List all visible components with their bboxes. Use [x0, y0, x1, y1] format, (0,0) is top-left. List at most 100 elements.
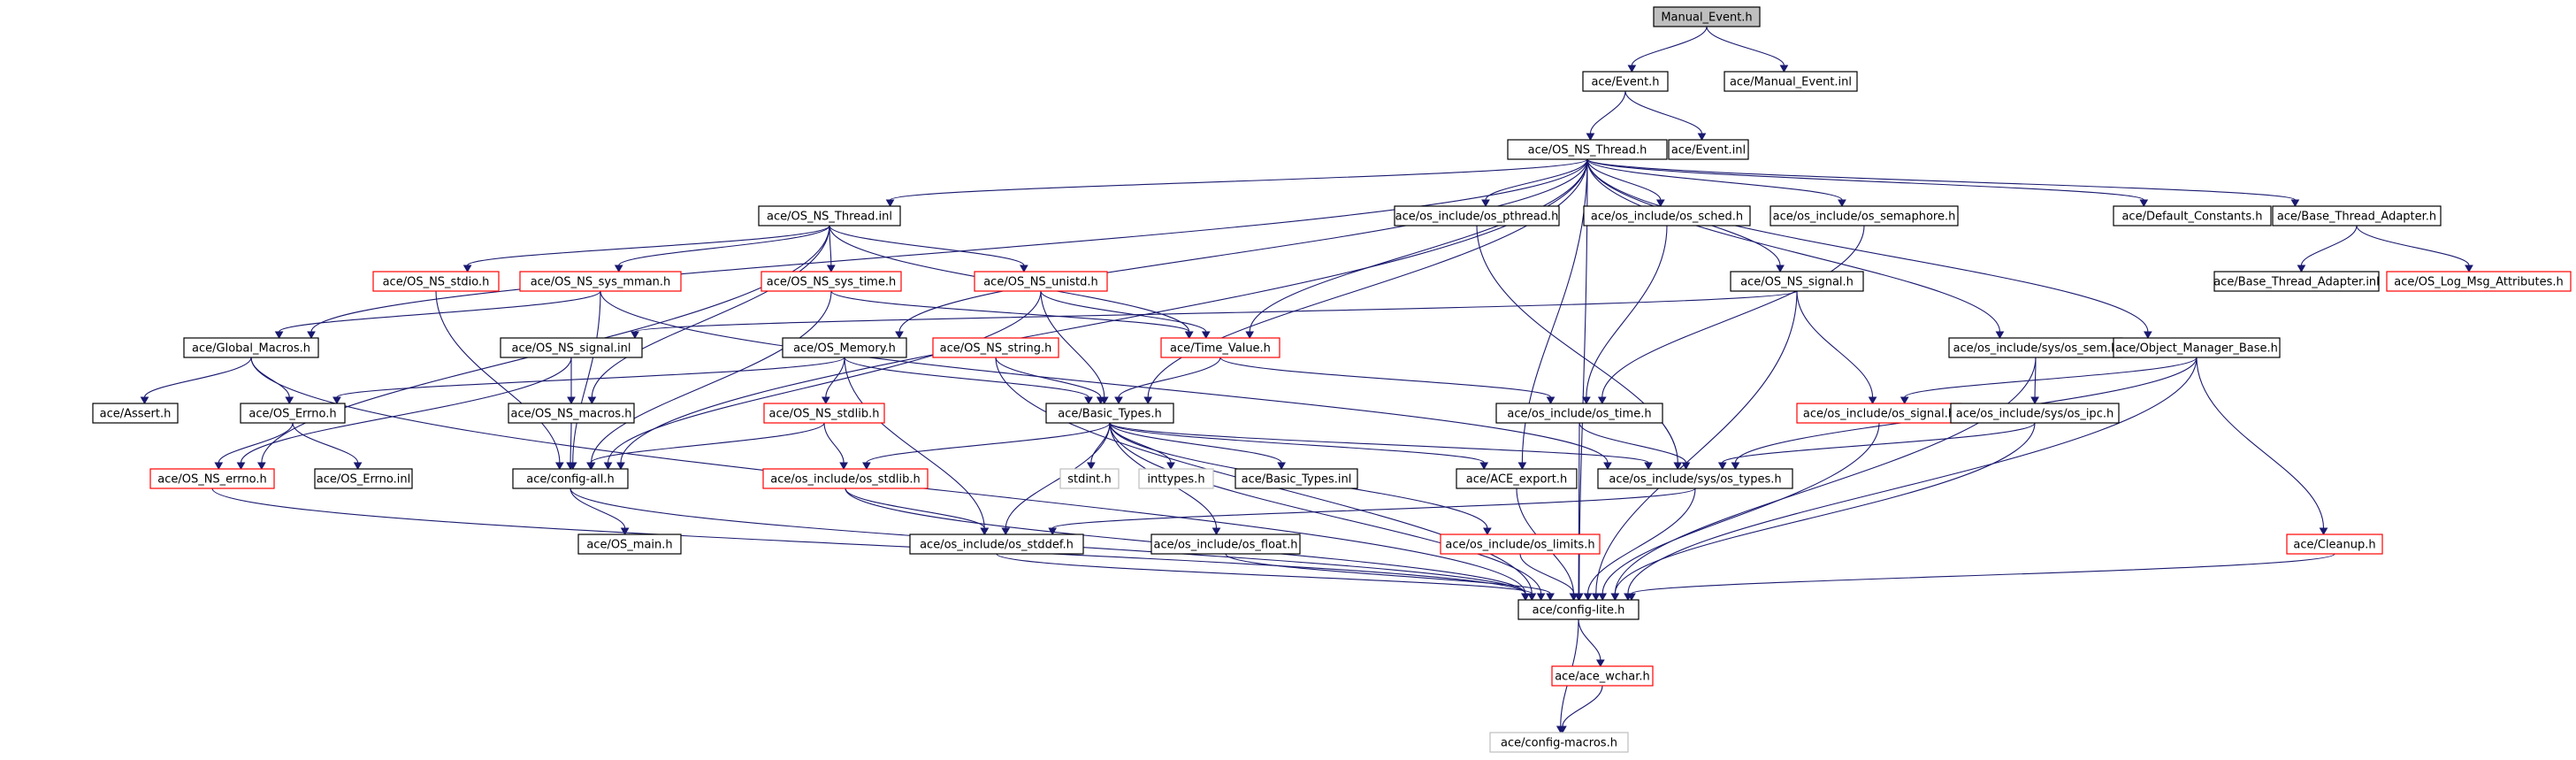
node-time-value-h[interactable]: ace/Time_Value.h	[1160, 337, 1280, 358]
node-os-semaphore-h[interactable]: ace/os_include/os_semaphore.h	[1770, 205, 1959, 226]
edge-n15-n31	[1796, 290, 1877, 405]
svg-text:ace/OS_NS_stdlib.h: ace/OS_NS_stdlib.h	[769, 408, 880, 421]
node-config-lite-h[interactable]: ace/config-lite.h	[1517, 599, 1640, 620]
svg-text:ace/OS_NS_Thread.inl: ace/OS_NS_Thread.inl	[767, 211, 892, 224]
svg-text:ace/Object_Manager_Base.h: ace/Object_Manager_Base.h	[2115, 342, 2278, 356]
edge-n33-n47	[211, 487, 1530, 602]
node-os-ipc-h[interactable]: ace/os_include/sys/os_ipc.h	[1950, 403, 2120, 424]
svg-text:stdint.h: stdint.h	[1067, 473, 1111, 487]
svg-text:ace/os_include/os_semaphore.h: ace/os_include/os_semaphore.h	[1773, 211, 1956, 224]
node-ace-wchar-h[interactable]: ace/ace_wchar.h	[1551, 665, 1654, 687]
edge-n19-n33	[236, 357, 572, 471]
node-os-float-h[interactable]: ace/os_include/os_float.h	[1150, 534, 1301, 555]
edge-n3-n6	[1481, 158, 1588, 208]
edge-n29-n39	[1109, 422, 1286, 471]
node-event-inl[interactable]: ace/Event.inl	[1668, 139, 1749, 160]
edge-n29-n44	[1001, 422, 1111, 536]
svg-text:ace/Base_Thread_Adapter.h: ace/Base_Thread_Adapter.h	[2277, 211, 2436, 224]
node-global-macros-h[interactable]: ace/Global_Macros.h	[183, 337, 319, 358]
edge-n48-n49	[1558, 685, 1603, 734]
node-base-thread-adapter-inl[interactable]: ace/Base_Thread_Adapter.inl	[2213, 271, 2380, 292]
edge-n28-n35	[586, 422, 825, 471]
node-os-stdlib-h[interactable]: ace/os_include/os_stdlib.h	[762, 468, 929, 489]
node-base-thread-adapter-h[interactable]: ace/Base_Thread_Adapter.h	[2272, 205, 2442, 226]
edge-n1-n4	[1624, 90, 1707, 142]
node-config-macros-h[interactable]: ace/config-macros.h	[1489, 732, 1629, 753]
node-stdint-h[interactable]: stdint.h	[1059, 468, 1120, 489]
node-os-errno-inl[interactable]: ace/OS_Errno.inl	[314, 468, 413, 489]
edge-n35-n43	[569, 487, 630, 536]
edge-n29-n47	[1109, 422, 1546, 602]
svg-text:ace/os_include/sys/os_types.h: ace/os_include/sys/os_types.h	[1609, 473, 1781, 487]
node-os-sem-h[interactable]: ace/os_include/sys/os_sem.h	[1948, 337, 2123, 358]
edge-n20-n28	[821, 357, 845, 405]
node-os-time-h[interactable]: ace/os_include/os_time.h	[1495, 403, 1663, 424]
edge-n44-n47	[996, 553, 1537, 602]
svg-text:ace/Event.inl: ace/Event.inl	[1671, 144, 1746, 157]
edge-n20-n29	[844, 357, 1093, 405]
node-os-limits-h[interactable]: ace/os_include/os_limits.h	[1440, 534, 1601, 555]
node-os-errno-h[interactable]: ace/OS_Errno.h	[240, 403, 346, 424]
node-os-ns-macros-h[interactable]: ace/OS_NS_macros.h	[508, 403, 635, 424]
node-os-signal-h[interactable]: ace/os_include/os_signal.h	[1796, 403, 1962, 424]
edge-n1-n3	[1586, 90, 1626, 142]
node-object-manager-base-h[interactable]: ace/Object_Manager_Base.h	[2113, 337, 2281, 358]
svg-text:ace/os_include/os_stddef.h: ace/os_include/os_stddef.h	[920, 539, 1074, 552]
node-os-ns-unistd-h[interactable]: ace/OS_NS_unistd.h	[974, 271, 1108, 292]
edge-n3-n10	[1586, 158, 2300, 208]
edge-n47-n48	[1578, 618, 1605, 668]
node-manual-event-inl[interactable]: ace/Manual_Event.inl	[1724, 71, 1858, 92]
edge-n36-n44	[845, 487, 990, 536]
edge-n41-n44	[1048, 487, 1696, 536]
edge-n29-n41	[1109, 422, 1653, 471]
edge-n0-n1	[1627, 26, 1708, 73]
edge-n12-n41	[600, 290, 1612, 471]
node-os-sched-h[interactable]: ace/os_include/os_sched.h	[1583, 205, 1751, 226]
node-basic-types-inl[interactable]: ace/Basic_Types.inl	[1234, 468, 1358, 489]
svg-text:ace/os_include/os_signal.h: ace/os_include/os_signal.h	[1803, 408, 1955, 421]
edge-n22-n30	[1219, 357, 1556, 405]
node-default-constants-h[interactable]: ace/Default_Constants.h	[2113, 205, 2272, 226]
edge-n24-n31	[1900, 357, 2198, 405]
node-os-ns-thread-inl[interactable]: ace/OS_NS_Thread.inl	[758, 205, 901, 226]
edge-n46-n47	[1519, 553, 1578, 602]
svg-text:ace/os_include/os_float.h: ace/os_include/os_float.h	[1153, 539, 1297, 552]
node-os-ns-signal-h[interactable]: ace/OS_NS_signal.h	[1730, 271, 1864, 292]
node-manual-event-h[interactable]: Manual_Event.h	[1653, 6, 1761, 27]
node-os-main-h[interactable]: ace/OS_main.h	[577, 534, 682, 555]
node-os-memory-h[interactable]: ace/OS_Memory.h	[782, 337, 907, 358]
edge-n5-n11	[462, 225, 830, 273]
node-os-ns-sys-mman-h[interactable]: ace/OS_NS_sys_mman.h	[519, 271, 682, 292]
node-config-all-h[interactable]: ace/config-all.h	[512, 468, 629, 489]
node-inttypes-h[interactable]: inttypes.h	[1138, 468, 1214, 489]
node-assert-h[interactable]: ace/Assert.h	[92, 403, 179, 424]
node-os-types-h[interactable]: ace/os_include/sys/os_types.h	[1597, 468, 1793, 489]
node-ace-export-h[interactable]: ace/ACE_export.h	[1456, 468, 1578, 489]
edge-n10-n17	[2356, 225, 2473, 273]
svg-text:ace/OS_Errno.h: ace/OS_Errno.h	[248, 408, 336, 421]
node-os-ns-sys-time-h[interactable]: ace/OS_NS_sys_time.h	[761, 271, 902, 292]
node-os-pthread-h[interactable]: ace/os_include/os_pthread.h	[1394, 205, 1560, 226]
svg-text:ace/Event.h: ace/Event.h	[1591, 76, 1659, 89]
svg-text:ace/OS_NS_stdio.h: ace/OS_NS_stdio.h	[383, 276, 490, 289]
node-os-ns-errno-h[interactable]: ace/OS_NS_errno.h	[149, 468, 275, 489]
node-os-ns-thread-h[interactable]: ace/OS_NS_Thread.h	[1507, 139, 1668, 160]
node-cleanup-h[interactable]: ace/Cleanup.h	[2286, 534, 2383, 555]
svg-text:ace/OS_Errno.inl: ace/OS_Errno.inl	[317, 473, 410, 487]
node-os-ns-stdlib-h[interactable]: ace/OS_NS_stdlib.h	[763, 403, 885, 424]
edge-n27-n35	[566, 422, 575, 471]
svg-text:ace/os_include/sys/os_ipc.h: ace/os_include/sys/os_ipc.h	[1956, 408, 2114, 421]
edge-n3-n7	[1586, 158, 1665, 208]
edge-n3-n20	[895, 158, 1588, 340]
node-os-log-msg-attributes-h[interactable]: ace/OS_Log_Msg_Attributes.h	[2386, 271, 2572, 292]
node-os-ns-string-h[interactable]: ace/OS_NS_string.h	[932, 337, 1059, 358]
svg-text:ace/OS_main.h: ace/OS_main.h	[586, 539, 672, 552]
node-os-ns-signal-inl[interactable]: ace/OS_NS_signal.inl	[500, 337, 643, 358]
node-event-h[interactable]: ace/Event.h	[1582, 71, 1669, 92]
edge-n21-n29	[995, 357, 1105, 405]
node-basic-types-h[interactable]: ace/Basic_Types.h	[1045, 403, 1174, 424]
svg-text:ace/Cleanup.h: ace/Cleanup.h	[2293, 539, 2375, 552]
node-os-ns-stdio-h[interactable]: ace/OS_NS_stdio.h	[372, 271, 500, 292]
svg-text:ace/Default_Constants.h: ace/Default_Constants.h	[2121, 211, 2262, 224]
node-os-stddef-h[interactable]: ace/os_include/os_stddef.h	[909, 534, 1084, 555]
